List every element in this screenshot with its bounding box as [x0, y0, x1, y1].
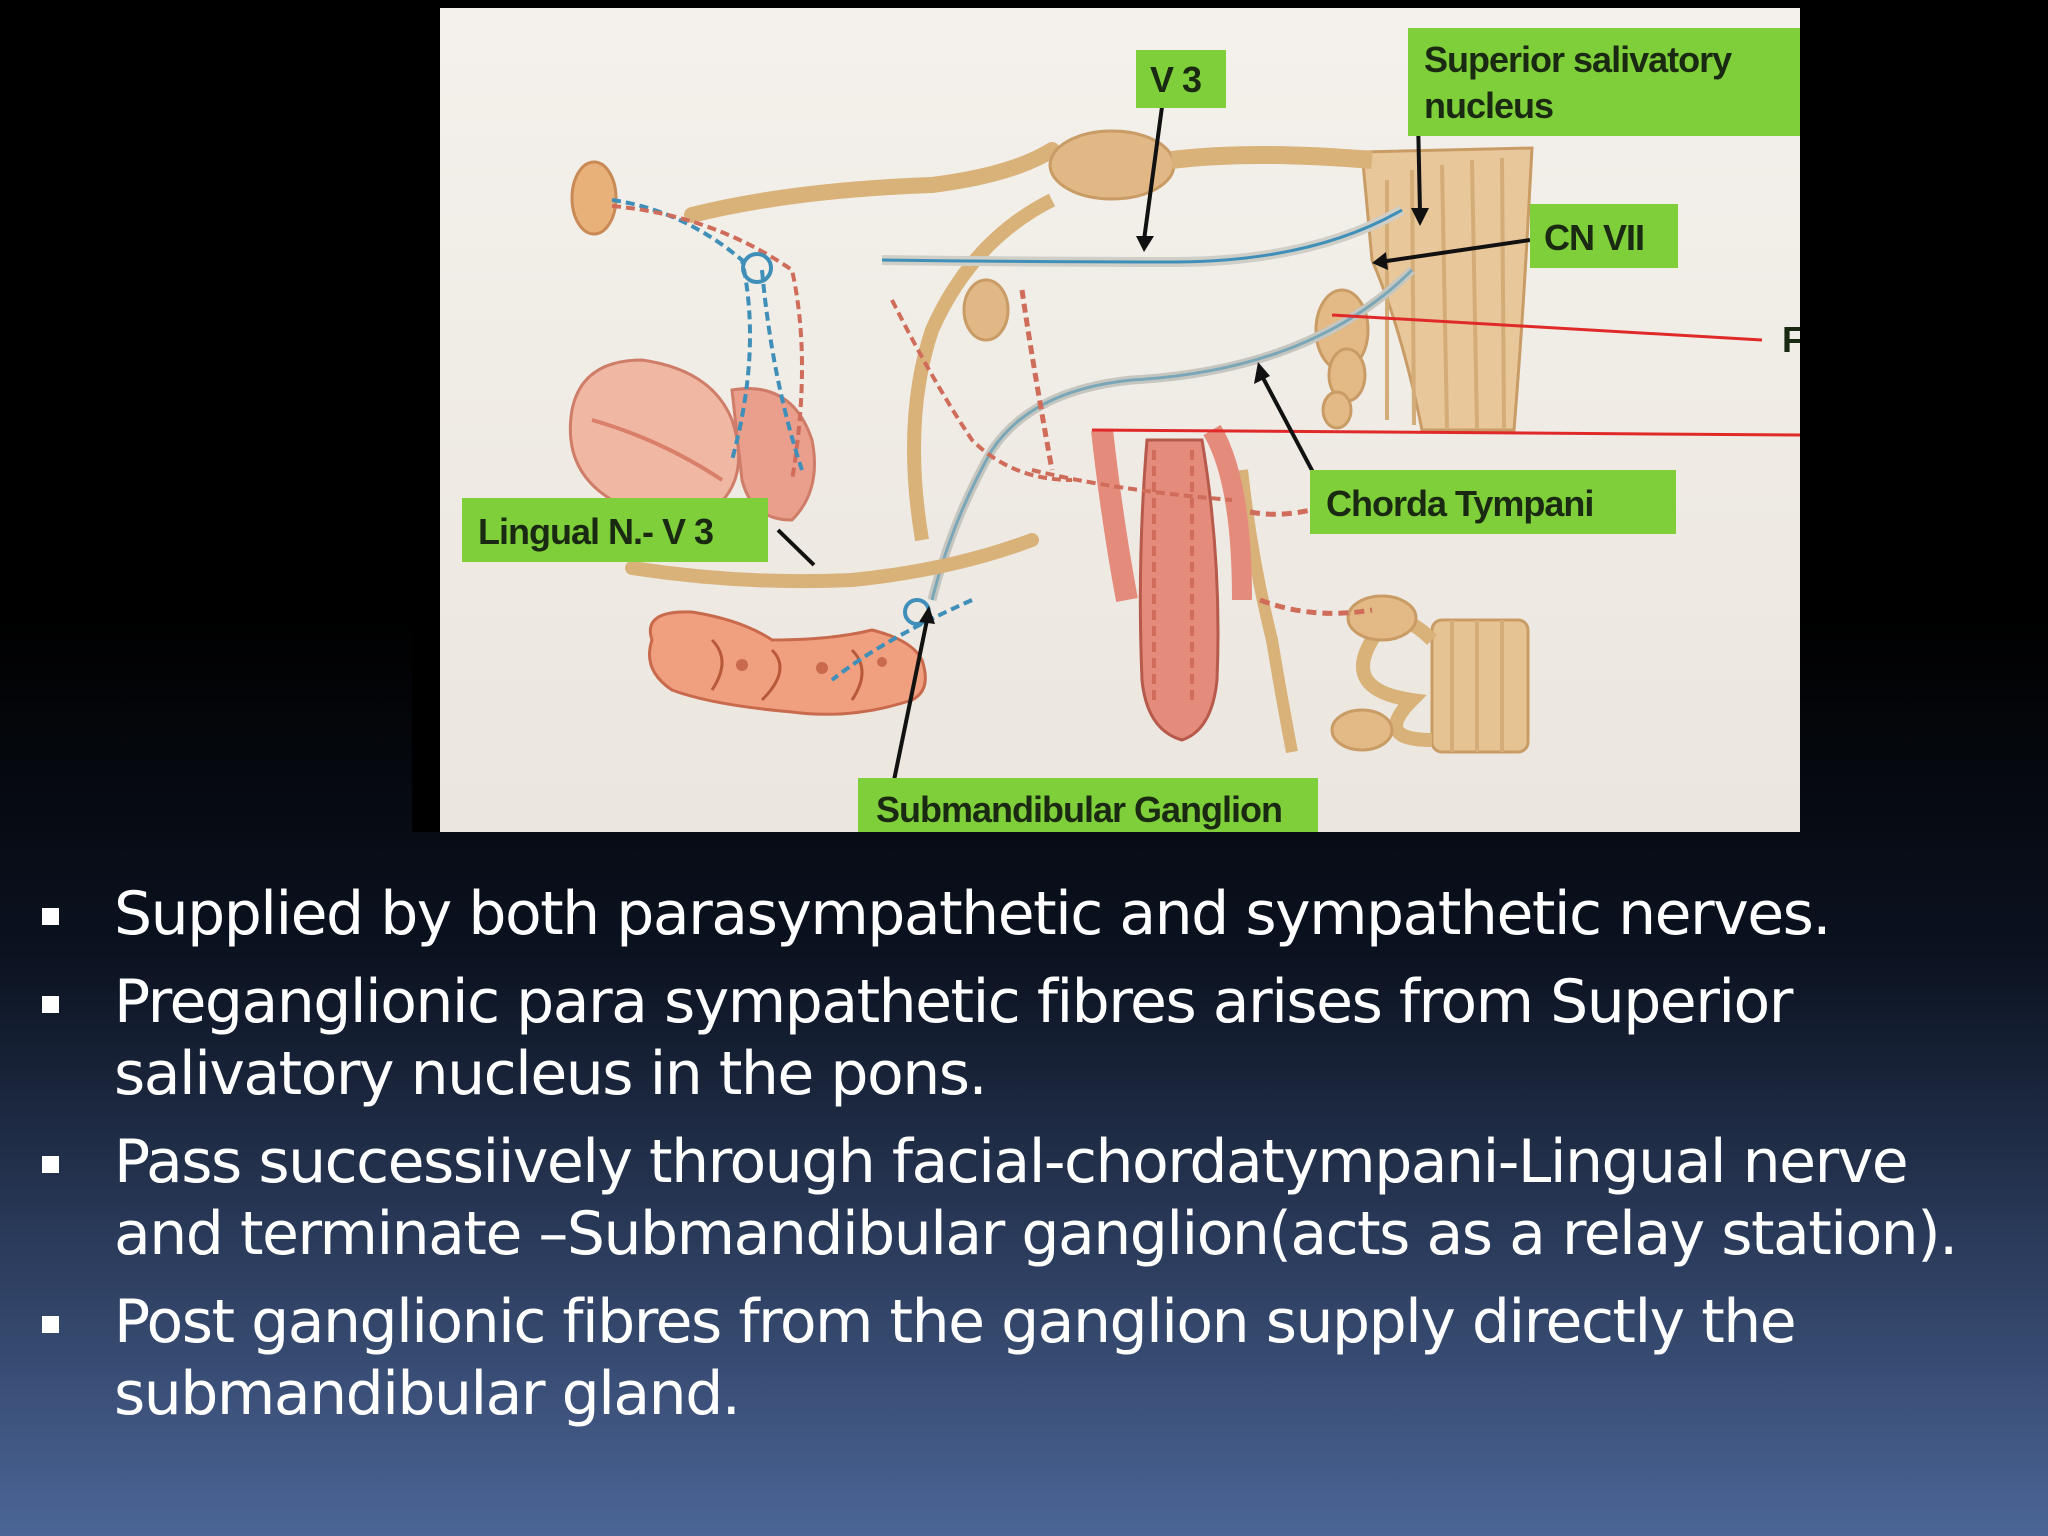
label-submandibular-ganglion: Submandibular Ganglion — [858, 778, 1318, 832]
bullet-item: Pass successiively through facial-chorda… — [38, 1126, 2028, 1270]
bullet-item: Supplied by both parasympathetic and sym… — [38, 878, 2028, 950]
label-ssn-line2: nucleus — [1424, 85, 1553, 126]
bullet-marker — [42, 1316, 59, 1333]
glandular-tissue-upper — [568, 358, 816, 522]
label-chorda-tympani: Chorda Tympani — [1310, 470, 1676, 534]
bullet-item: Post ganglionic fibres from the ganglion… — [38, 1286, 2028, 1430]
red-pointer-lines: F — [1091, 313, 1800, 437]
bullet-marker — [42, 908, 59, 925]
bullet-item: Preganglionic para sympathetic fibres ar… — [38, 966, 2028, 1110]
svg-text:CN VII: CN VII — [1544, 217, 1644, 258]
label-cn-vii: CN VII — [1530, 204, 1678, 268]
submandibular-gland — [648, 610, 927, 716]
nerve-trunks — [570, 129, 1416, 602]
label-superior-salivatory-nucleus: Superior salivatory nucleus — [1408, 28, 1800, 136]
autonomic-fibres — [611, 198, 1233, 682]
label-ssn-line1: Superior salivatory — [1424, 39, 1732, 80]
bullet-text: Preganglionic para sympathetic fibres ar… — [114, 967, 1793, 1109]
bullet-marker — [42, 996, 59, 1013]
label-lingual-nerve: Lingual N.- V 3 — [462, 498, 768, 562]
spinal-cord-segment — [1330, 594, 1530, 754]
submandibular-innervation-diagram: F V 3 Superior salivatory nucleus — [440, 8, 1800, 832]
svg-text:V 3: V 3 — [1150, 59, 1201, 100]
bullet-text: Pass successiively through facial-chorda… — [114, 1127, 1958, 1269]
bullet-list: Supplied by both parasympathetic and sym… — [38, 878, 2028, 1446]
svg-text:Submandibular Ganglion: Submandibular Ganglion — [876, 789, 1282, 830]
cut-off-label: F — [1782, 319, 1800, 360]
bullet-marker — [42, 1156, 59, 1173]
bullet-text: Supplied by both parasympathetic and sym… — [114, 879, 1831, 949]
svg-text:Chorda Tympani: Chorda Tympani — [1326, 483, 1593, 524]
label-v3: V 3 — [1136, 50, 1226, 108]
bullet-text: Post ganglionic fibres from the ganglion… — [114, 1287, 1797, 1429]
svg-text:Lingual N.- V 3: Lingual N.- V 3 — [478, 511, 713, 552]
brainstem-illustration — [1314, 146, 1534, 432]
anatomy-figure: F V 3 Superior salivatory nucleus — [412, 0, 1800, 832]
carotid-artery — [1091, 424, 1252, 742]
